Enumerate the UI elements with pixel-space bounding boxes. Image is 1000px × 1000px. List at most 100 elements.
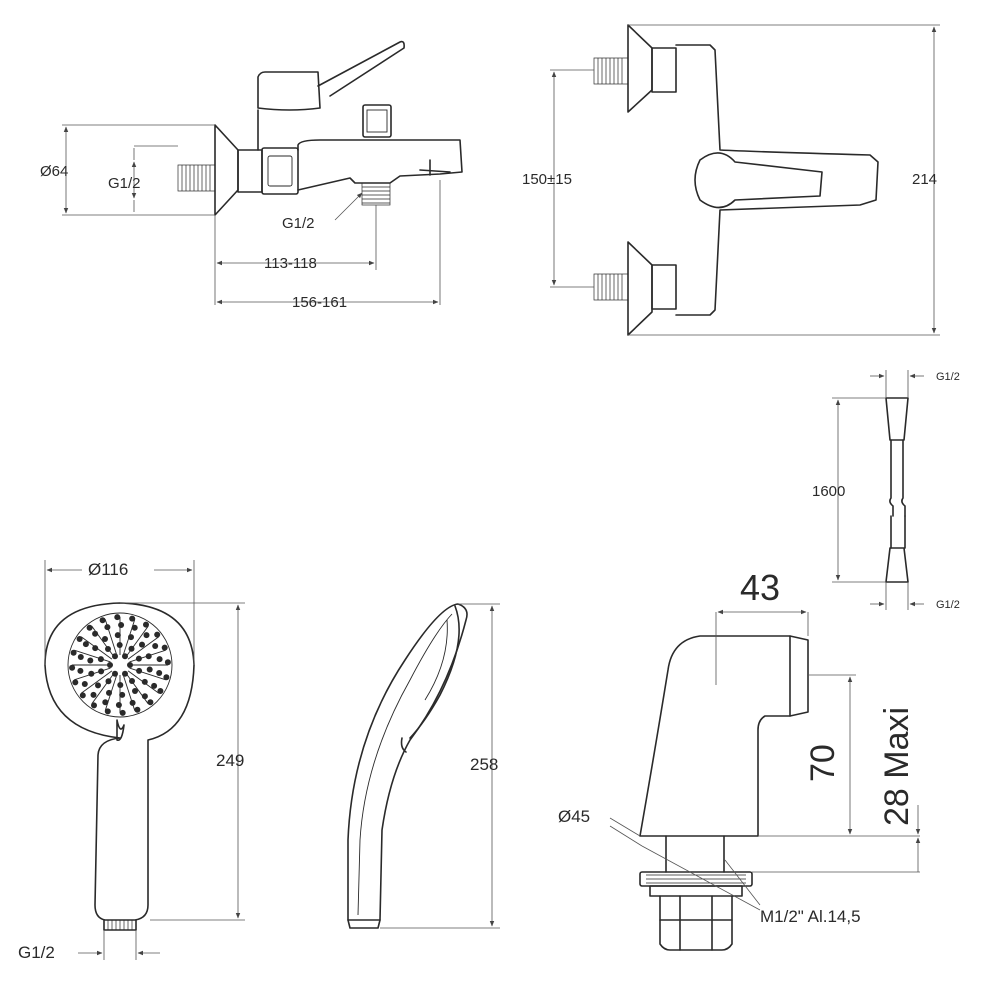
spray-nozzle: [91, 702, 97, 709]
spray-nozzle: [119, 709, 126, 716]
spray-nozzle: [156, 670, 163, 676]
mixer-side-long-dimension-label: 156-161: [292, 294, 347, 311]
mixer-side-body: [177, 40, 463, 216]
spray-web-line: [91, 672, 115, 705]
spray-nozzle: [118, 622, 125, 628]
spray-web-line: [125, 672, 149, 705]
spray-nozzle: [141, 678, 148, 685]
hand-shower-side-view: 258: [347, 603, 500, 929]
spray-nozzle: [154, 631, 161, 638]
spray-nozzle: [143, 621, 149, 628]
spray-nozzle: [102, 636, 108, 642]
spray-nozzle: [114, 632, 121, 639]
spout-view: 43 70 28 Maxi Ø45 M1/2" Al.14,5: [558, 567, 921, 951]
spray-nozzle: [151, 682, 158, 689]
hand-shower-diameter-label: Ø116: [88, 560, 128, 579]
spray-nozzle: [157, 688, 164, 694]
spout-max-label: 28 Maxi: [878, 707, 916, 826]
spray-nozzle: [163, 674, 170, 681]
hand-shower-side-dimensions: [380, 603, 500, 929]
spray-nozzle: [69, 664, 76, 671]
spray-nozzle: [114, 614, 121, 621]
mixer-front-spacing-label: 150±15: [522, 171, 572, 188]
spray-nozzle: [112, 653, 118, 660]
hose-length-label: 1600: [812, 483, 845, 500]
spout-height-label: 70: [804, 744, 842, 782]
spray-nozzle: [115, 702, 122, 708]
spray-nozzle: [82, 641, 89, 648]
spray-nozzle: [122, 670, 128, 677]
spray-nozzle: [122, 653, 128, 660]
spray-nozzle: [164, 659, 171, 666]
spray-nozzle: [129, 615, 136, 622]
spray-web-line: [80, 670, 113, 694]
spray-nozzle: [72, 679, 79, 686]
hose-body: [885, 397, 909, 583]
hand-shower-thread-label: G1/2: [18, 943, 55, 962]
spray-nozzle: [156, 656, 163, 663]
spray-web-line: [127, 670, 160, 694]
spray-web-line: [104, 619, 118, 656]
spray-nozzle: [146, 666, 153, 673]
spray-nozzle: [95, 682, 101, 689]
spray-web-line: [80, 636, 113, 660]
hose-top-thread-label: G1/2: [936, 371, 960, 383]
spray-nozzle: [132, 688, 138, 694]
mixer-front-height-label: 214: [912, 171, 937, 188]
spray-web-line: [74, 649, 111, 663]
mixer-side-dimensions: [62, 124, 441, 305]
spray-nozzle: [145, 653, 152, 660]
spray-nozzle: [87, 657, 94, 664]
spray-web-line: [122, 674, 136, 711]
spray-nozzle: [102, 699, 109, 706]
spray-web-line: [104, 674, 118, 711]
spray-web-line: [129, 667, 166, 681]
mixer-front-view: 150±15 214: [522, 24, 940, 336]
spray-nozzle: [152, 643, 159, 649]
hose-view: G1/2 1600 G1/2: [812, 370, 960, 611]
spray-nozzle: [92, 645, 99, 652]
spray-nozzle: [81, 681, 88, 687]
spray-nozzle: [99, 617, 106, 624]
spray-nozzle: [143, 632, 150, 639]
spray-nozzle: [76, 636, 83, 642]
spray-nozzle: [70, 649, 77, 656]
spray-nozzle: [77, 654, 84, 660]
mixer-front-body: [593, 24, 879, 336]
spray-web-line: [122, 619, 136, 656]
spout-dimensions: [609, 609, 921, 911]
hand-shower-side-length-label: 258: [470, 755, 498, 774]
hand-shower-length-label: 249: [216, 751, 244, 770]
mixer-side-view: Ø64 G1/2 G1/2 113-118 156-161: [40, 40, 463, 311]
hose-bottom-thread-label: G1/2: [936, 599, 960, 611]
mixer-side-diameter-label: Ø64: [40, 163, 68, 180]
hand-shower-side-body: [347, 603, 468, 929]
spray-nozzle: [112, 670, 118, 677]
hand-shower-front-body: [44, 602, 195, 931]
spray-nozzle: [161, 644, 168, 651]
spray-web-line: [91, 625, 115, 658]
spray-nozzle: [88, 670, 95, 677]
spout-width-label: 43: [740, 567, 780, 608]
spout-thread-label: M1/2" Al.14,5: [760, 907, 861, 926]
spray-nozzles: [69, 614, 171, 716]
spray-nozzle: [134, 706, 141, 713]
spray-nozzle: [79, 692, 86, 699]
spray-web-line: [125, 625, 149, 658]
spray-web-line: [127, 636, 160, 660]
spray-nozzle: [77, 667, 84, 674]
spout-body: [639, 635, 809, 951]
spray-web-line: [74, 667, 111, 681]
spout-diameter-label: Ø45: [558, 807, 590, 826]
mixer-side-outlet-thread-label: G1/2: [282, 215, 315, 232]
spray-nozzle: [86, 624, 93, 631]
spray-nozzle: [139, 641, 145, 648]
spray-nozzle: [119, 691, 126, 698]
hand-shower-front-view: Ø116 249 G1/2: [18, 557, 245, 962]
mixer-side-short-dimension-label: 113-118: [264, 255, 317, 272]
spray-nozzle: [147, 699, 154, 706]
spray-web-line: [129, 649, 166, 663]
hand-shower-front-dimensions: [44, 560, 245, 960]
spray-nozzle: [90, 691, 97, 698]
spray-nozzle: [131, 624, 138, 631]
